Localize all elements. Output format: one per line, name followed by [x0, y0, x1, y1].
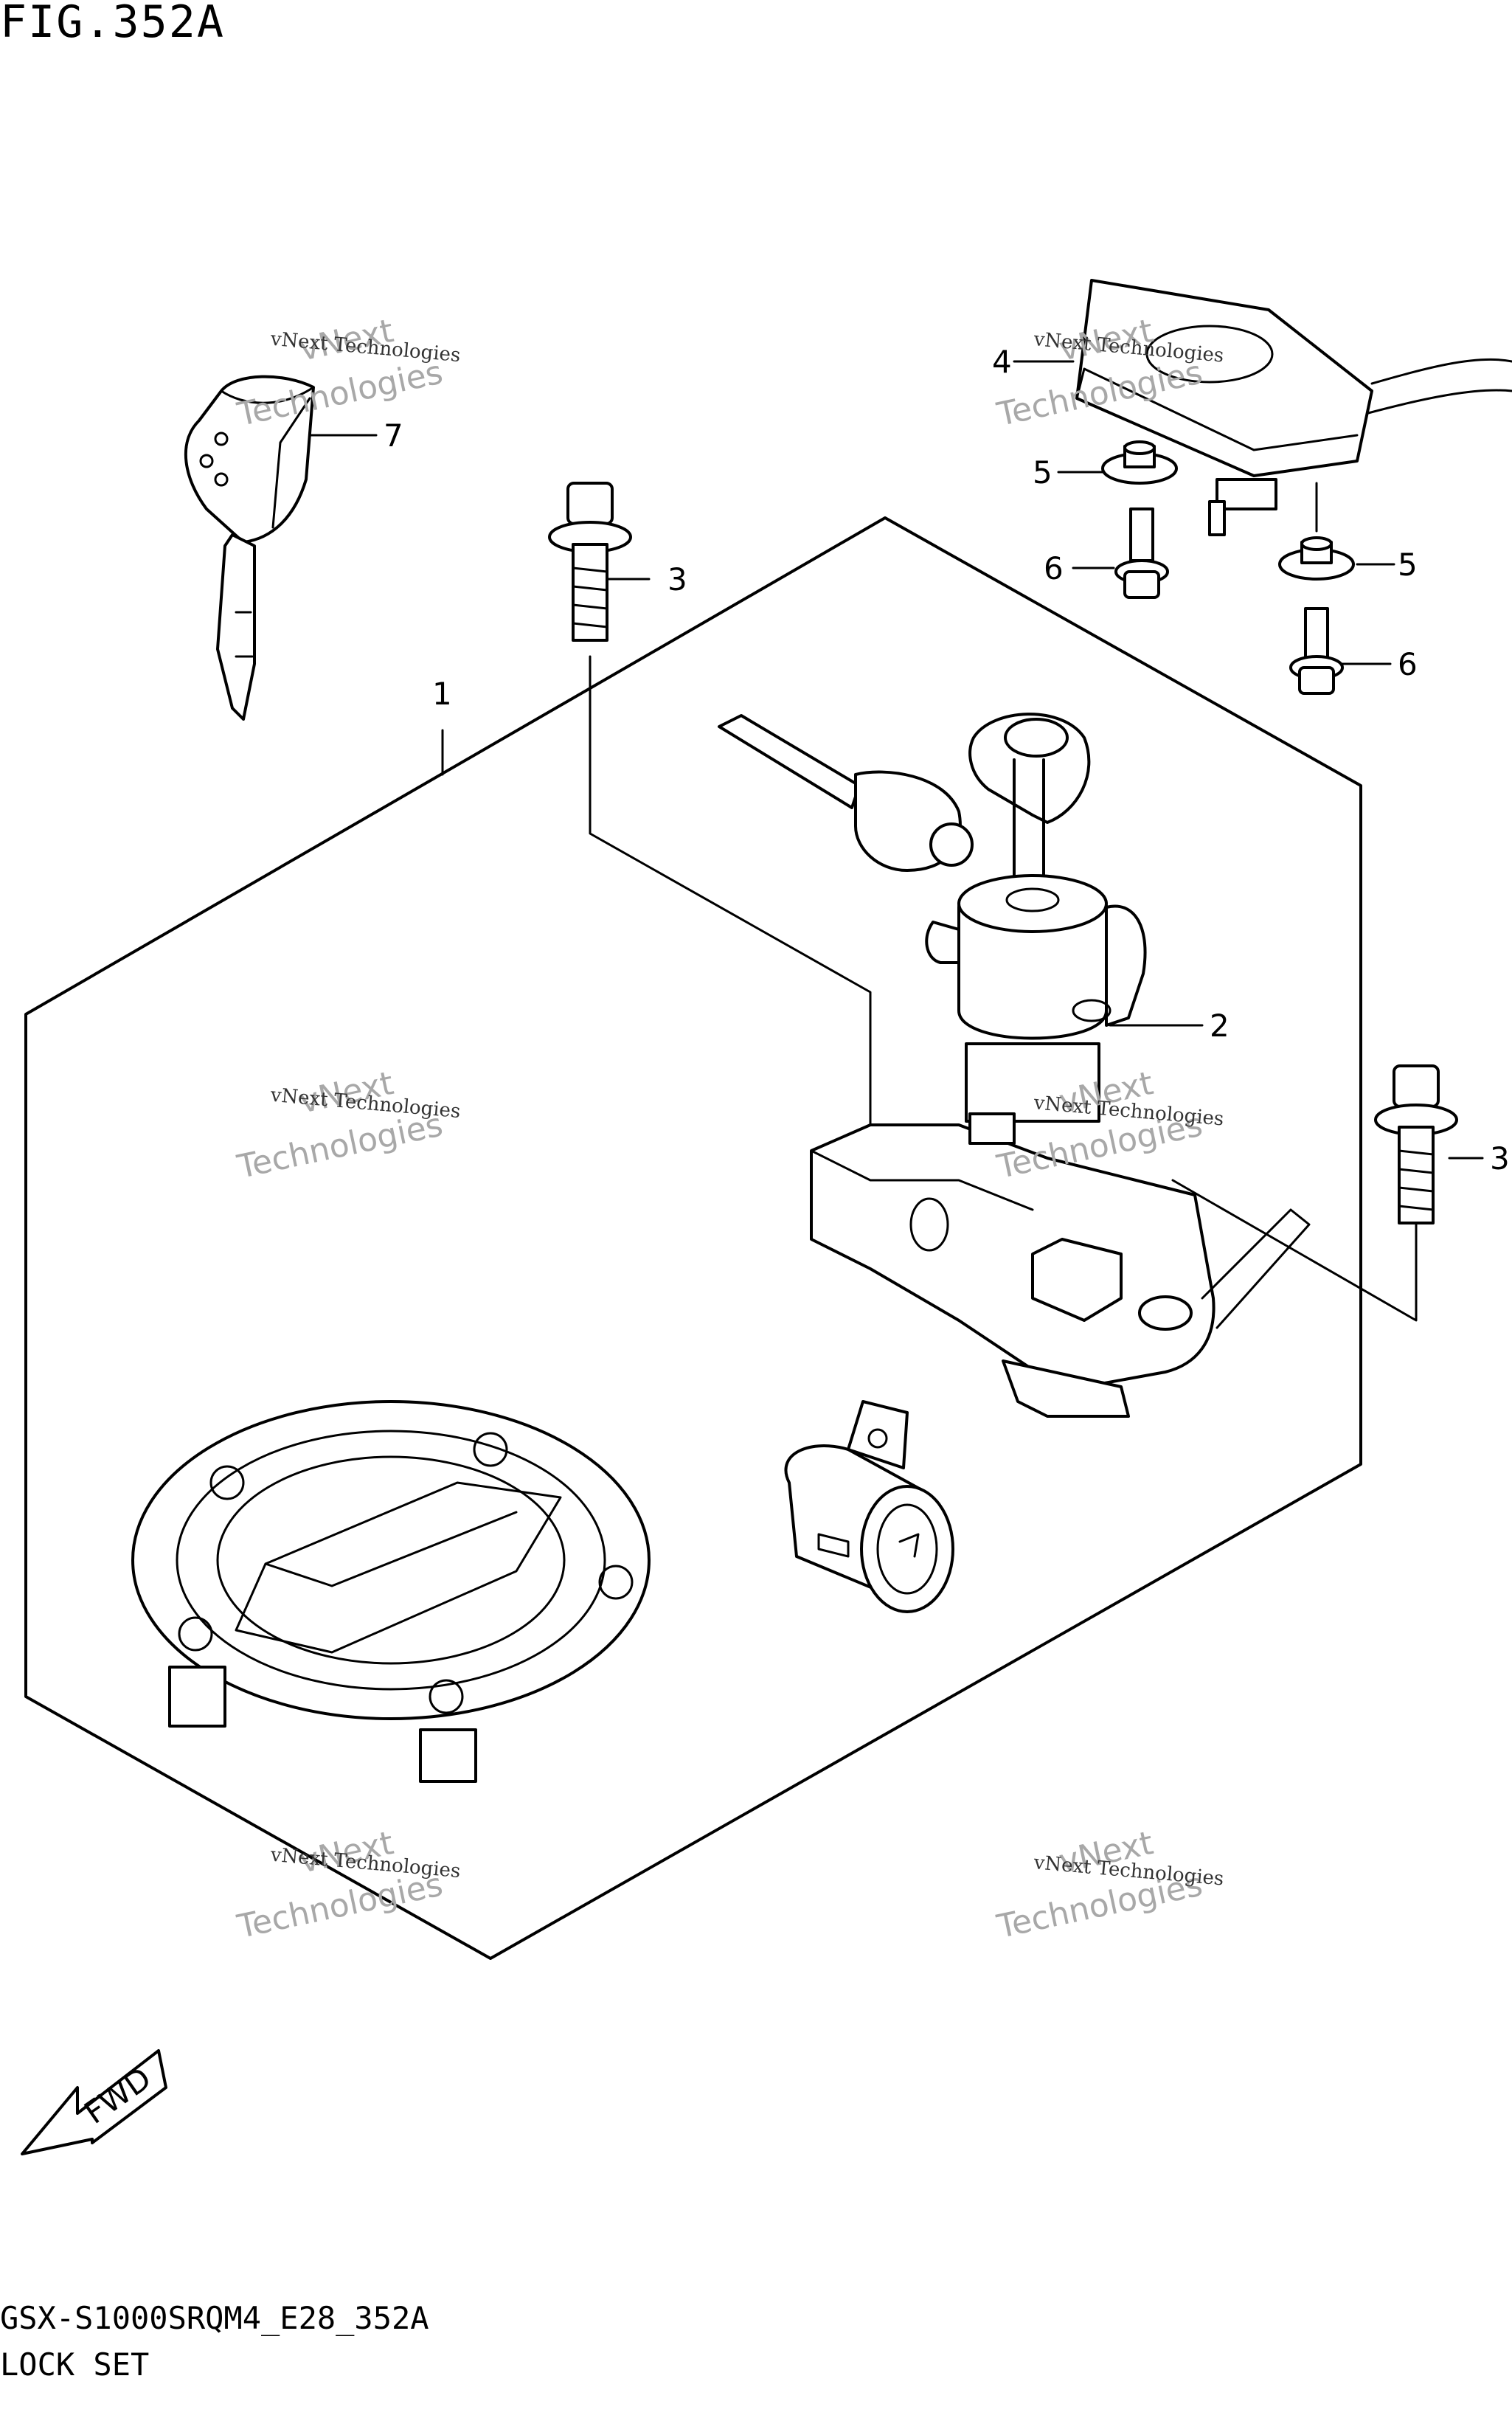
watermark-1: vNext Technologies vNext Technologies [234, 312, 462, 434]
callout-3a: 3 [667, 561, 687, 597]
callout-5b: 5 [1398, 547, 1418, 583]
callout-3b: 3 [1490, 1140, 1510, 1177]
callout-2: 2 [1210, 1008, 1230, 1044]
callout-1: 1 [432, 676, 452, 712]
callout-7: 7 [384, 418, 403, 454]
fuel-cap-ring-part [131, 1400, 651, 1783]
lock-cylinder-part [784, 1400, 954, 1613]
callout-6a: 6 [1044, 550, 1064, 586]
screw-lower [1289, 607, 1344, 695]
watermark-5: vNext Technologies vNext Technologies [234, 1824, 462, 1946]
leader-lines [301, 360, 1484, 1322]
grommet-upper [1101, 440, 1178, 485]
screw-upper [1114, 507, 1169, 599]
callout-6b: 6 [1398, 646, 1418, 682]
figure-title: FIG.352A [0, 0, 225, 48]
inserted-key [718, 713, 1091, 894]
fwd-arrow: FWD [21, 2049, 167, 2155]
antenna-part [1075, 279, 1512, 536]
assembly-boundary [24, 516, 1362, 1960]
watermark-3: vNext Technologies vNext Technologies [234, 1064, 462, 1186]
grommet-lower [1278, 536, 1355, 581]
watermark-6: vNext Technologies vNext Technologies [993, 1824, 1225, 1946]
section-name: LOCK SET [0, 2346, 150, 2383]
bolt-right [1374, 1064, 1458, 1224]
model-code: GSX-S1000SRQM4_E28_352A [0, 2300, 429, 2336]
bolt-upper [548, 482, 632, 642]
callout-5a: 5 [1033, 454, 1052, 491]
svg-text:Technologies: Technologies [234, 353, 446, 434]
ignition-switch-part [810, 874, 1311, 1418]
callout-4: 4 [992, 344, 1012, 380]
key-part [184, 375, 315, 721]
